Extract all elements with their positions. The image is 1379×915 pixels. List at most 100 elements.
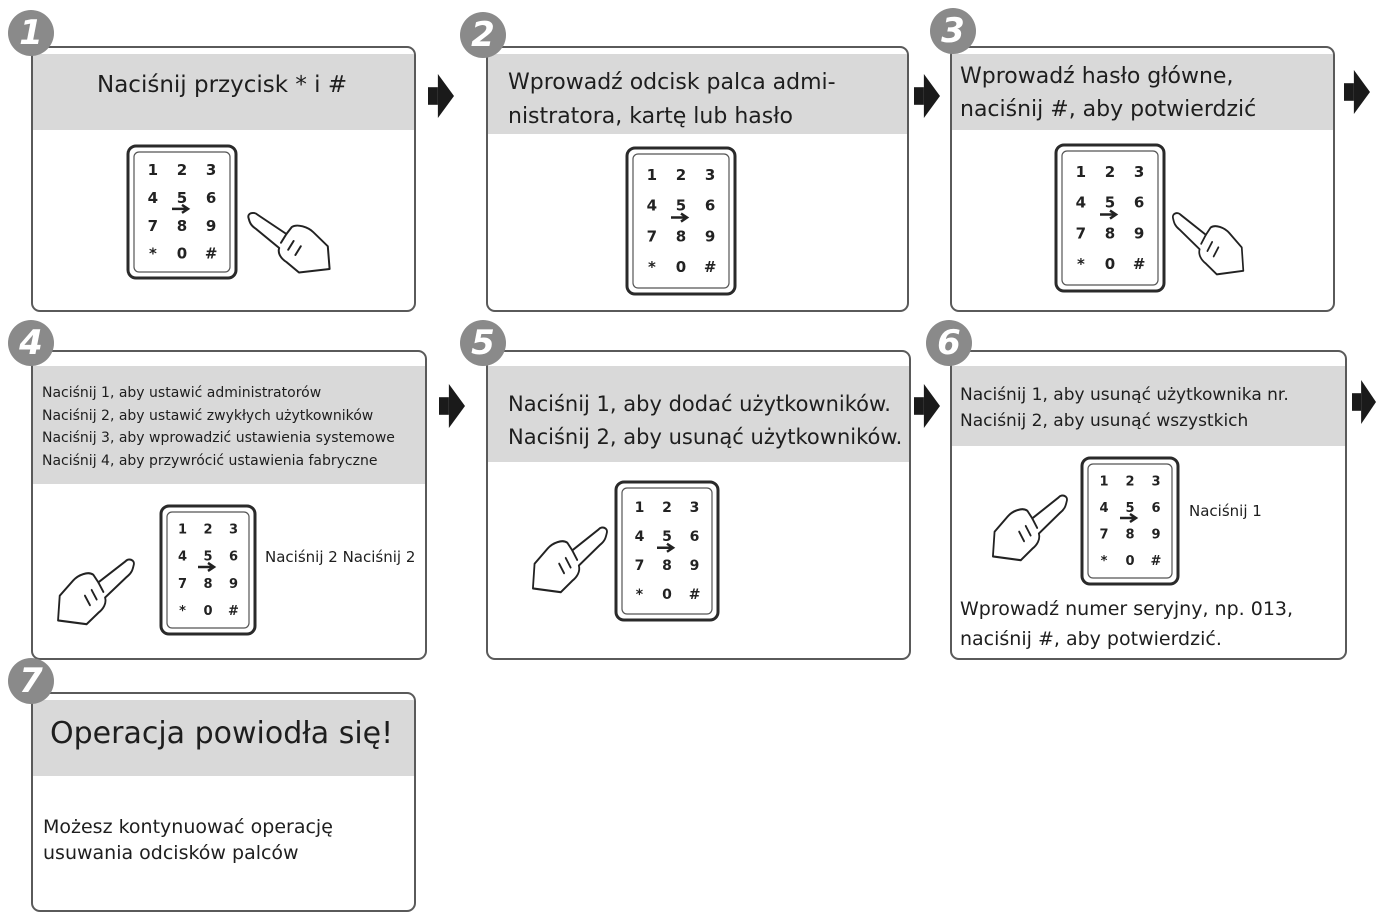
keypad-key: 9: [1134, 224, 1144, 242]
keypad-key: 3: [229, 523, 238, 538]
keypad-key: 6: [229, 550, 238, 565]
keypad-key: #: [228, 604, 239, 619]
key-press-note: Naciśnij 1: [1189, 502, 1262, 520]
pointing-hand-icon: [247, 211, 331, 274]
keypad-key: 4: [148, 189, 158, 207]
keypad-key: *: [648, 258, 656, 276]
step-6-panel: Naciśnij 1, aby usunąć użytkownika nr. N…: [950, 350, 1347, 660]
keypad-key: 7: [1099, 528, 1108, 543]
keypad-key: 3: [705, 166, 715, 184]
keypad-key: 7: [148, 217, 158, 235]
keypad-icon: 1 2 3 4 5 6 7 8 9 * 0 #: [159, 504, 257, 636]
step-title-band: Naciśnij 1, aby ustawić administratorów …: [33, 366, 425, 484]
step-number-badge: 5: [460, 320, 506, 366]
keypad-key: 8: [203, 577, 212, 592]
keypad-key: 0: [676, 258, 686, 276]
keypad-key: 0: [203, 604, 212, 619]
keypad-key: 8: [1105, 224, 1115, 242]
step-3-panel: Wprowadź hasło główne, naciśnij #, aby p…: [950, 46, 1335, 312]
keypad-key: 0: [1125, 554, 1134, 569]
next-step-arrow-icon: [439, 384, 465, 428]
step-title: Wprowadź hasło główne, naciśnij #, aby p…: [960, 64, 1257, 122]
keypad-key: *: [636, 587, 644, 603]
keypad-key: 5: [203, 550, 212, 565]
step-number-badge: 1: [8, 10, 54, 56]
step-title-band: Wprowadź hasło główne, naciśnij #, aby p…: [952, 54, 1333, 130]
next-step-arrow-icon: [1344, 70, 1370, 114]
step-title: Naciśnij 1, aby dodać użytkowników. Naci…: [508, 392, 903, 449]
keypad-key: 7: [1076, 224, 1086, 242]
keypad-key: 2: [1125, 474, 1134, 489]
key-press-note: Naciśnij 2 Naciśnij 2: [265, 548, 416, 566]
step-number-badge: 6: [926, 320, 972, 366]
keypad-key: 7: [178, 577, 187, 592]
step-title: Naciśnij przycisk * i #: [97, 72, 348, 98]
keypad-key: 2: [203, 523, 212, 538]
keypad-key: *: [1101, 554, 1108, 569]
step-number-badge: 2: [460, 12, 506, 58]
step-footer-text: Możesz kontynuować operację usuwania odc…: [43, 816, 333, 864]
step-title-band: Wprowadź odcisk palca admi- nistratora, …: [488, 54, 907, 134]
next-step-arrow-icon: [914, 384, 940, 428]
keypad-key: 5: [662, 529, 672, 545]
step-4-panel: Naciśnij 1, aby ustawić administratorów …: [31, 350, 427, 660]
keypad-key: 1: [1076, 163, 1086, 181]
keypad-key: 0: [662, 587, 672, 603]
keypad-key: 1: [635, 500, 645, 516]
keypad-key: 9: [1151, 528, 1160, 543]
step-title: Naciśnij 1, aby usunąć użytkownika nr. N…: [960, 385, 1289, 431]
keypad-key: 8: [177, 217, 187, 235]
keypad-key: 1: [1099, 474, 1108, 489]
keypad-key: 9: [229, 577, 238, 592]
step-2-panel: Wprowadź odcisk palca admi- nistratora, …: [486, 46, 909, 312]
keypad-key: #: [1133, 255, 1146, 273]
keypad-key: 6: [206, 189, 216, 207]
step-number-badge: 7: [8, 658, 54, 704]
step-1-panel: Naciśnij przycisk * i # 1 2 3 4 5 6 7 8 9 * 0 #: [31, 46, 416, 312]
keypad-key: 3: [206, 161, 216, 179]
keypad-key: 4: [178, 550, 187, 565]
keypad-key: 0: [177, 245, 187, 263]
keypad-key: 9: [705, 227, 715, 245]
keypad-key: #: [704, 258, 717, 276]
keypad-key: 5: [676, 197, 686, 215]
keypad-key: 3: [690, 500, 700, 516]
keypad-key: #: [1151, 554, 1162, 569]
pointing-hand-icon: [532, 526, 608, 594]
keypad-key: 5: [177, 189, 187, 207]
keypad-key: 1: [148, 161, 158, 179]
step-number-badge: 3: [930, 8, 976, 54]
keypad-key: 4: [635, 529, 645, 545]
keypad-key: 9: [690, 558, 700, 574]
step-title-band: Naciśnij 1, aby dodać użytkowników. Naci…: [488, 366, 909, 462]
keypad-key: 2: [1105, 163, 1115, 181]
step-7-panel: Operacja powiodła się! Możesz kontynuowa…: [31, 692, 416, 912]
step-title-band: Naciśnij 1, aby usunąć użytkownika nr. N…: [952, 366, 1345, 446]
keypad-key: *: [149, 245, 157, 263]
keypad-key: 7: [635, 558, 645, 574]
keypad-key: 1: [647, 166, 657, 184]
keypad-key: 7: [647, 227, 657, 245]
keypad-key: 5: [1105, 194, 1115, 212]
keypad-key: *: [1077, 255, 1085, 273]
keypad-key: 4: [1099, 501, 1108, 516]
keypad-key: 6: [705, 197, 715, 215]
step-title-band: Operacja powiodła się!: [33, 700, 414, 776]
keypad-key: 1: [178, 523, 187, 538]
next-step-arrow-icon: [914, 74, 940, 118]
keypad-key: 8: [1125, 528, 1134, 543]
keypad-key: 3: [1151, 474, 1160, 489]
keypad-key: 8: [662, 558, 672, 574]
pointing-hand-icon: [57, 558, 135, 626]
keypad-key: 2: [177, 161, 187, 179]
keypad-key: 4: [1076, 194, 1086, 212]
keypad-key: #: [205, 245, 218, 263]
keypad-key: 4: [647, 197, 657, 215]
keypad-key: *: [179, 604, 186, 619]
step-title: Naciśnij 1, aby ustawić administratorów …: [42, 385, 395, 469]
keypad-key: 9: [206, 217, 216, 235]
